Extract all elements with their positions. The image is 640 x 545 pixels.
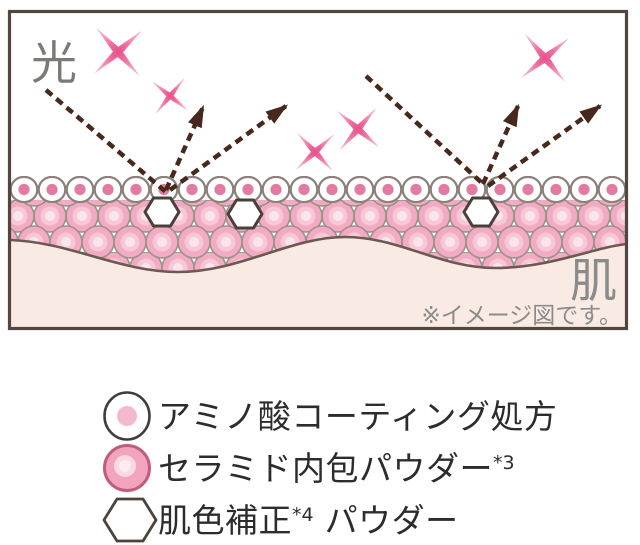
light-label: 光 <box>31 36 77 90</box>
ceramide-powder-circle-icon <box>102 443 158 493</box>
hexagon-powder-icon <box>226 198 264 230</box>
legend-item-tone-correct-powder: 肌色補正*4 パウダー <box>102 494 557 545</box>
amino-coating-layer <box>11 176 626 203</box>
light-ray-reflected-right-1 <box>480 103 521 185</box>
skin-surface-line <box>9 235 628 274</box>
amino-coating-circle-icon <box>102 391 158 441</box>
legend-item-ceramide-powder: セラミド内包パウダー*3 <box>102 442 557 494</box>
image-note-label: ※イメージ図です。 <box>421 303 622 329</box>
legend-label: セラミド内包パウダー*3 <box>158 448 515 488</box>
light-ray-reflected-left-1 <box>163 104 206 191</box>
hexagon-powder-icon <box>462 196 500 228</box>
skin-tone-correct-hexagon-icon <box>102 496 158 544</box>
light-rays <box>44 74 603 194</box>
light-ray-reflected-right-2 <box>486 104 603 188</box>
legend-label: アミノ酸コーティング処方 <box>158 396 558 436</box>
skin-diagram: 光 肌 ※イメージ図です。 <box>7 9 629 331</box>
skin-label: 肌 <box>570 254 617 309</box>
legend: アミノ酸コーティング処方 セラミド内包パウダー*3 肌色補正*4 パウダー <box>102 390 557 545</box>
legend-item-amino-coating: アミノ酸コーティング処方 <box>102 390 557 442</box>
light-ray-reflected-left-2 <box>168 104 289 192</box>
diagram-box-border <box>7 9 629 331</box>
legend-label: 肌色補正*4 パウダー <box>158 500 459 540</box>
hexagon-powders <box>143 196 500 230</box>
hexagon-powder-icon <box>143 196 181 228</box>
skin-body <box>10 237 627 327</box>
